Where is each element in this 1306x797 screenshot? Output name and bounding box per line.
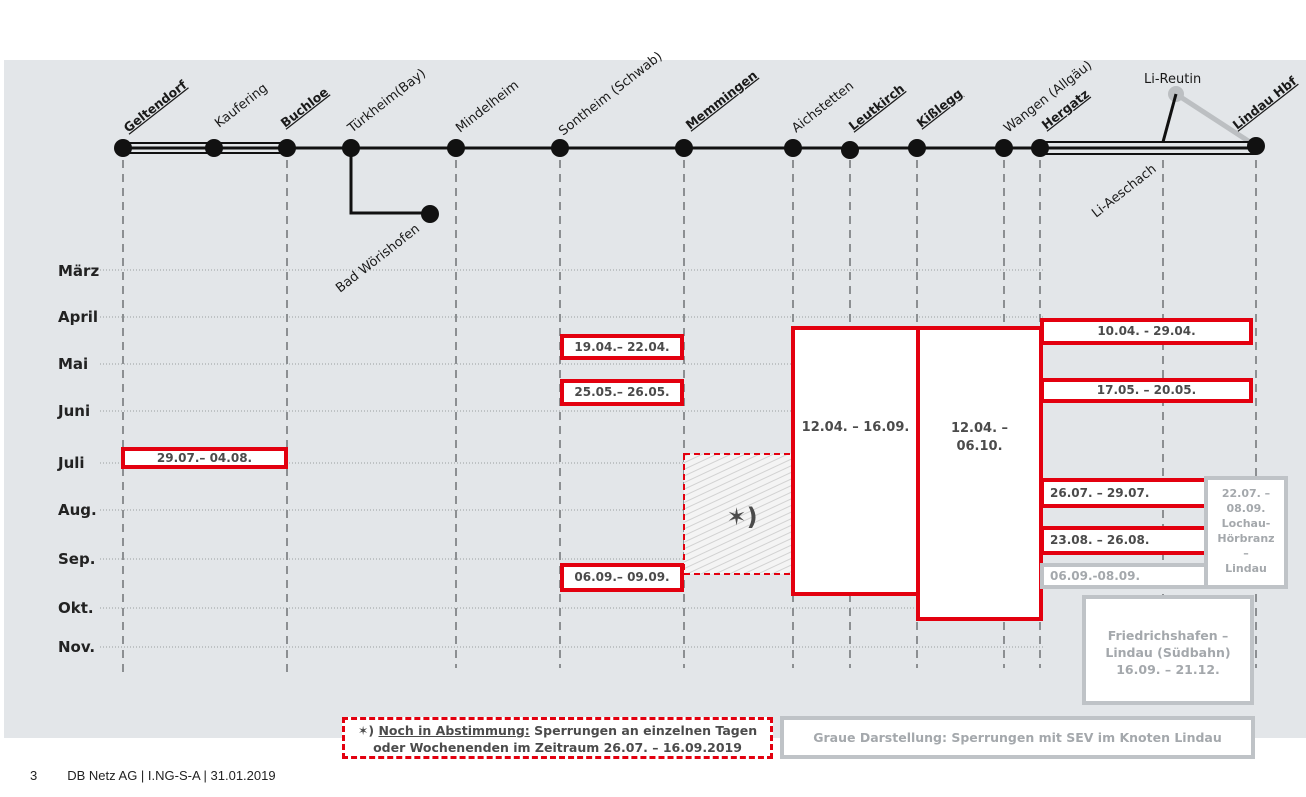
- station-label-tuerkheim: Türkheim(Bay): [344, 66, 429, 137]
- pending-closure-area: [683, 453, 793, 575]
- station-dot: [841, 141, 859, 159]
- closure-geltendorf-buchloe: 29.07.– 04.08.: [121, 447, 288, 469]
- closure-hergatz-lindau-1: 10.04. - 29.04.: [1040, 318, 1253, 345]
- station-label-lindau-hbf: Lindau Hbf: [1230, 73, 1300, 132]
- station-label-bad-woerishofen: Bad Wörishofen: [333, 221, 423, 296]
- station-label-aichstetten: Aichstetten: [789, 79, 857, 137]
- closure-aichstetten-kisslegg: 12.04. – 16.09.: [791, 326, 920, 596]
- closure-lochau-lindau: 22.07. – 08.09. Lochau- Hörbranz – Linda…: [1204, 476, 1288, 589]
- closure-hergatz-lindau-3: 26.07. – 29.07.: [1040, 478, 1208, 508]
- month-label: Mai: [58, 355, 88, 373]
- station-label-sontheim: Sontheim (Schwab): [556, 49, 665, 139]
- footer-text: DB Netz AG | I.NG-S-A | 31.01.2019: [67, 768, 276, 783]
- closure-kisslegg-hergatz: 12.04. – 06.10.: [916, 326, 1043, 621]
- month-label: Nov.: [58, 638, 95, 656]
- station-label-li-reutin: Li-Reutin: [1144, 72, 1201, 87]
- closure-hergatz-lindau-grey: 06.09.-08.09.: [1040, 563, 1208, 589]
- pending-star-label: ✶): [726, 503, 757, 531]
- month-label: Okt.: [58, 599, 94, 617]
- station-label-li-aeschach: Li-Aeschach: [1089, 162, 1159, 221]
- station-dot: [675, 139, 693, 157]
- station-dot: [342, 139, 360, 157]
- station-dot: [1247, 137, 1265, 155]
- station-dot: [1031, 139, 1049, 157]
- station-label-kaufering: Kaufering: [212, 81, 271, 131]
- closure-sontheim-memmingen-1: 19.04.– 22.04.: [560, 334, 684, 360]
- month-label: Juli: [57, 454, 85, 472]
- station-dot: [995, 139, 1013, 157]
- legend-pending: ✶) Noch in Abstimmung: Sperrungen an ein…: [342, 717, 773, 759]
- closure-friedrichshafen-lindau: Friedrichshafen – Lindau (Südbahn) 16.09…: [1082, 595, 1254, 705]
- closure-sontheim-memmingen-2: 25.05.– 26.05.: [560, 379, 684, 406]
- station-dot: [421, 205, 439, 223]
- station-dot: [114, 139, 132, 157]
- station-label-mindelheim: Mindelheim: [453, 78, 522, 136]
- station-dot: [908, 139, 926, 157]
- station-label-geltendorf: Geltendorf: [121, 77, 190, 136]
- month-label: April: [58, 308, 98, 326]
- station-label-kisslegg: Kißlegg: [914, 86, 965, 131]
- station-label-buchloe: Buchloe: [278, 84, 331, 130]
- month-label: Juni: [57, 402, 90, 420]
- station-dot: [447, 139, 465, 157]
- month-label: Aug.: [58, 501, 97, 519]
- legend-grey: Graue Darstellung: Sperrungen mit SEV im…: [780, 716, 1255, 759]
- closure-sontheim-memmingen-3: 06.09.– 09.09.: [560, 563, 684, 592]
- station-dot: [784, 139, 802, 157]
- footer: 3 DB Netz AG | I.NG-S-A | 31.01.2019: [30, 768, 276, 783]
- month-label: März: [58, 262, 99, 280]
- station-dot: [205, 139, 223, 157]
- station-dot: [278, 139, 296, 157]
- page-number: 3: [30, 768, 38, 783]
- closure-hergatz-lindau-2: 17.05. – 20.05.: [1040, 378, 1253, 403]
- station-label-memmingen: Memmingen: [683, 67, 760, 132]
- station-dot: [551, 139, 569, 157]
- month-label: Sep.: [58, 550, 95, 568]
- closure-hergatz-lindau-4: 23.08. – 26.08.: [1040, 526, 1208, 555]
